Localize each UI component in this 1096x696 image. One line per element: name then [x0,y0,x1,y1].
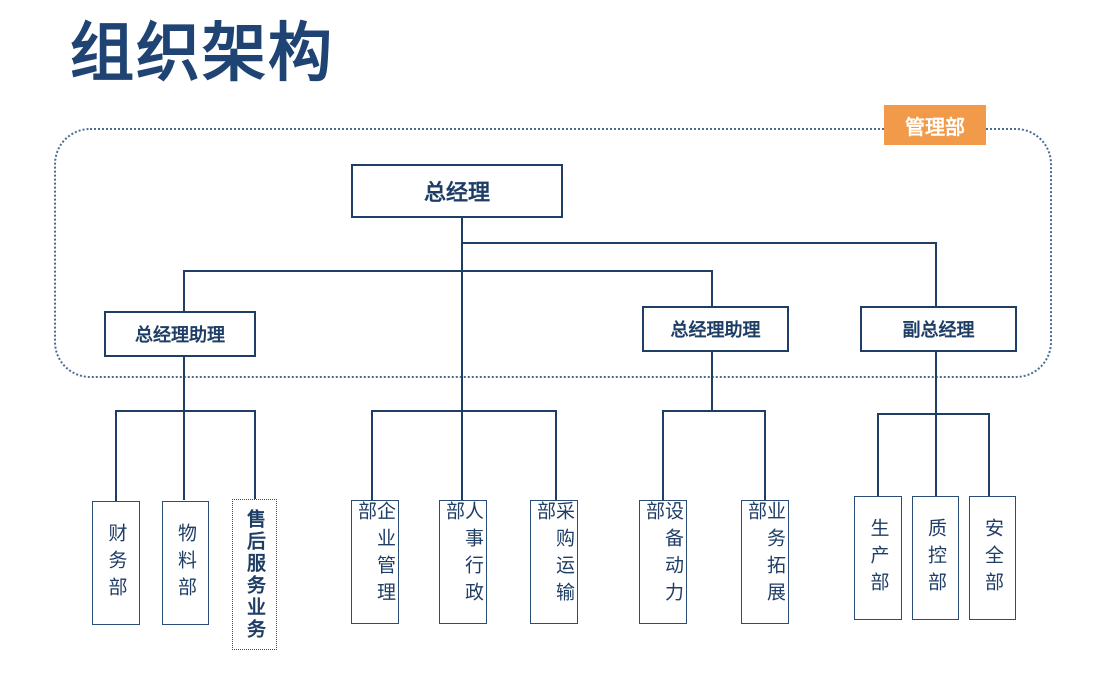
connector-gm-assistants [183,270,713,311]
dept-finance: 财务部 [92,501,140,625]
connector-right-depts [662,410,766,501]
deputy-gm-box: 副总经理 [860,306,1017,352]
connector-center-depts [371,410,557,501]
dept-safety: 安全部 [969,496,1016,620]
dept-materials: 物料部 [162,501,209,625]
dept-procurement: 采购运输部 [530,500,578,624]
assistant-gm-left-box: 总经理助理 [104,311,256,357]
general-manager-box: 总经理 [351,164,563,218]
management-group-frame [54,128,1052,378]
page-title: 组织架构 [70,17,334,91]
dept-quality-control: 质控部 [912,496,959,620]
connector-gm-deputy [462,242,937,306]
dept-business-dev: 业务拓展部 [741,500,789,624]
dept-after-sales: 售后服务业务 [232,499,277,650]
assistant-gm-right-box: 总经理助理 [642,306,789,352]
connector-deputy-depts [877,413,990,496]
dept-equipment-power: 设备动力部 [639,500,687,624]
management-tag: 管理部 [884,105,986,145]
dept-enterprise-mgmt: 企业管理部 [351,500,399,624]
dept-hr-admin: 人事行政部 [439,500,487,624]
dept-production: 生产部 [854,496,902,620]
connector-left-depts [115,410,256,501]
